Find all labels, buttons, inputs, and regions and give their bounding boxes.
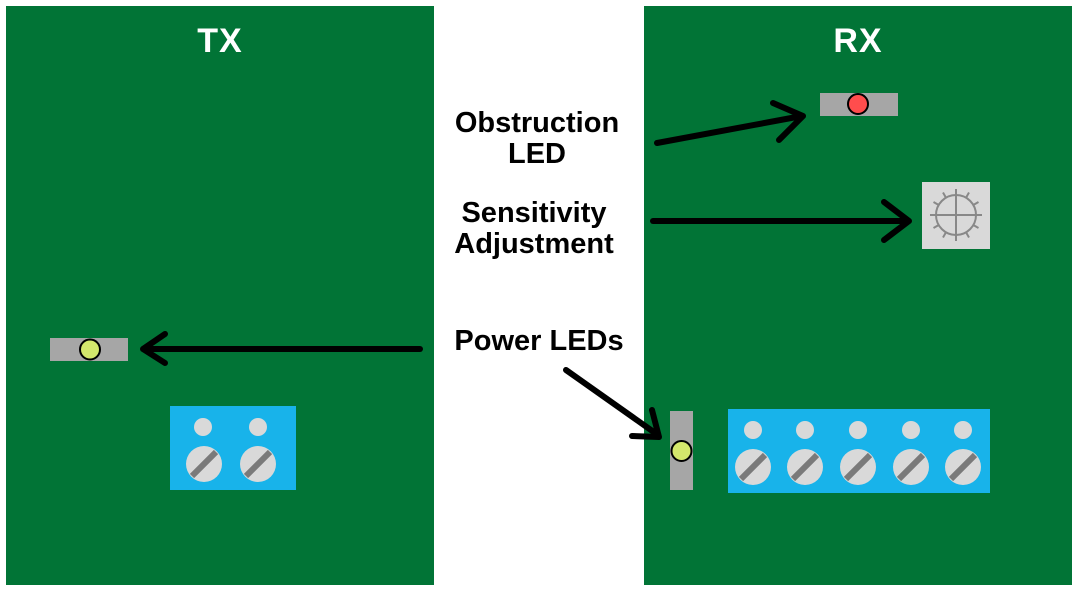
screw-terminal-icon [840,421,876,485]
obstruction-arrow-icon [654,100,806,146]
tx-terminal-block [170,406,296,490]
power-leds-label: Power LEDs [454,325,624,357]
screw-terminal-icon [787,421,823,485]
sensitivity-arrow-icon [650,199,912,243]
sensitivity-label-line2: Adjustment [454,228,614,260]
rx-power-led-icon [670,411,693,490]
obstruction-label-line2: LED [508,138,566,170]
obstruction-led-label: Obstruction LED [432,108,642,170]
screw-terminal-icon [240,418,276,482]
tx-power-led-icon [50,338,128,361]
rx-title: RX [833,22,883,60]
sensitivity-label-line1: Sensitivity [461,197,607,229]
screw-terminal-icon [186,418,222,482]
obstruction-label-line1: Obstruction [454,107,620,139]
screw-terminal-icon [945,421,981,485]
potentiometer-icon [922,182,990,249]
tx-title: TX [197,22,243,60]
sensitivity-adjustment-label: Sensitivity Adjustment [428,198,640,260]
screw-terminal-icon [893,421,929,485]
rx-power-arrow-icon [563,367,662,440]
rx-terminal-block [728,409,990,493]
screw-terminal-icon [735,421,771,485]
tx-power-arrow-icon [140,331,423,366]
obstruction-led-icon [820,93,898,116]
